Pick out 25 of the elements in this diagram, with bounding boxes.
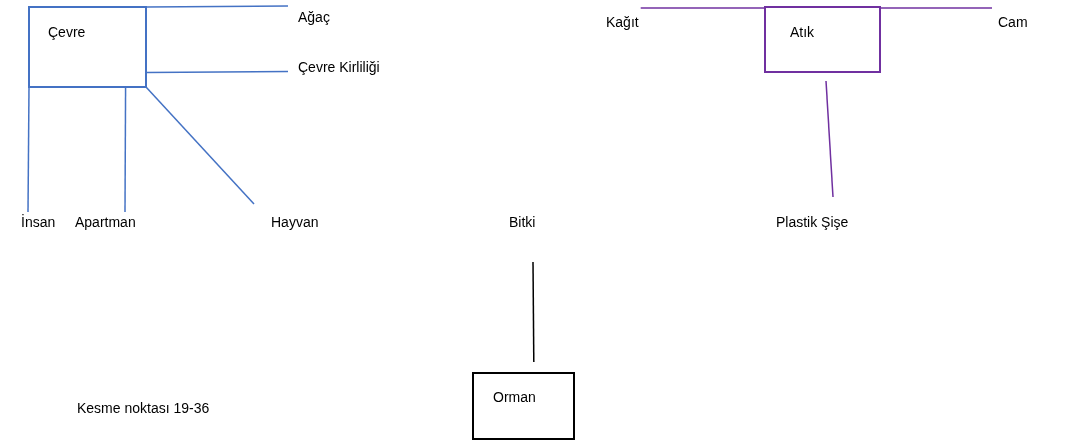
node-label: Bitki <box>509 214 536 231</box>
node-label: Kağıt <box>606 14 639 31</box>
concept-box <box>764 6 881 73</box>
note-text: Kesme noktası 19-36 <box>77 400 210 417</box>
node-label: İnsan <box>21 214 56 231</box>
connector-line <box>145 5 289 8</box>
node-label: Ağaç <box>298 9 330 26</box>
node-label: Atık <box>790 24 815 41</box>
connector-line <box>27 86 30 213</box>
node-label: Çevre <box>48 24 86 41</box>
node-label: Hayvan <box>271 214 319 231</box>
concept-box <box>28 6 147 88</box>
connector-line <box>532 261 535 363</box>
node-label: Plastik Şişe <box>776 214 849 231</box>
connector-line <box>145 70 289 74</box>
connector-line <box>124 86 127 213</box>
connector-line <box>825 80 834 198</box>
node-label: Orman <box>493 389 536 406</box>
concept-box <box>472 372 575 440</box>
connector-line <box>639 7 766 9</box>
connector-line <box>145 86 255 205</box>
connector-line <box>879 7 993 9</box>
node-label: Çevre Kirliliği <box>298 59 380 76</box>
node-label: Apartman <box>75 214 136 231</box>
node-label: Cam <box>998 14 1028 31</box>
